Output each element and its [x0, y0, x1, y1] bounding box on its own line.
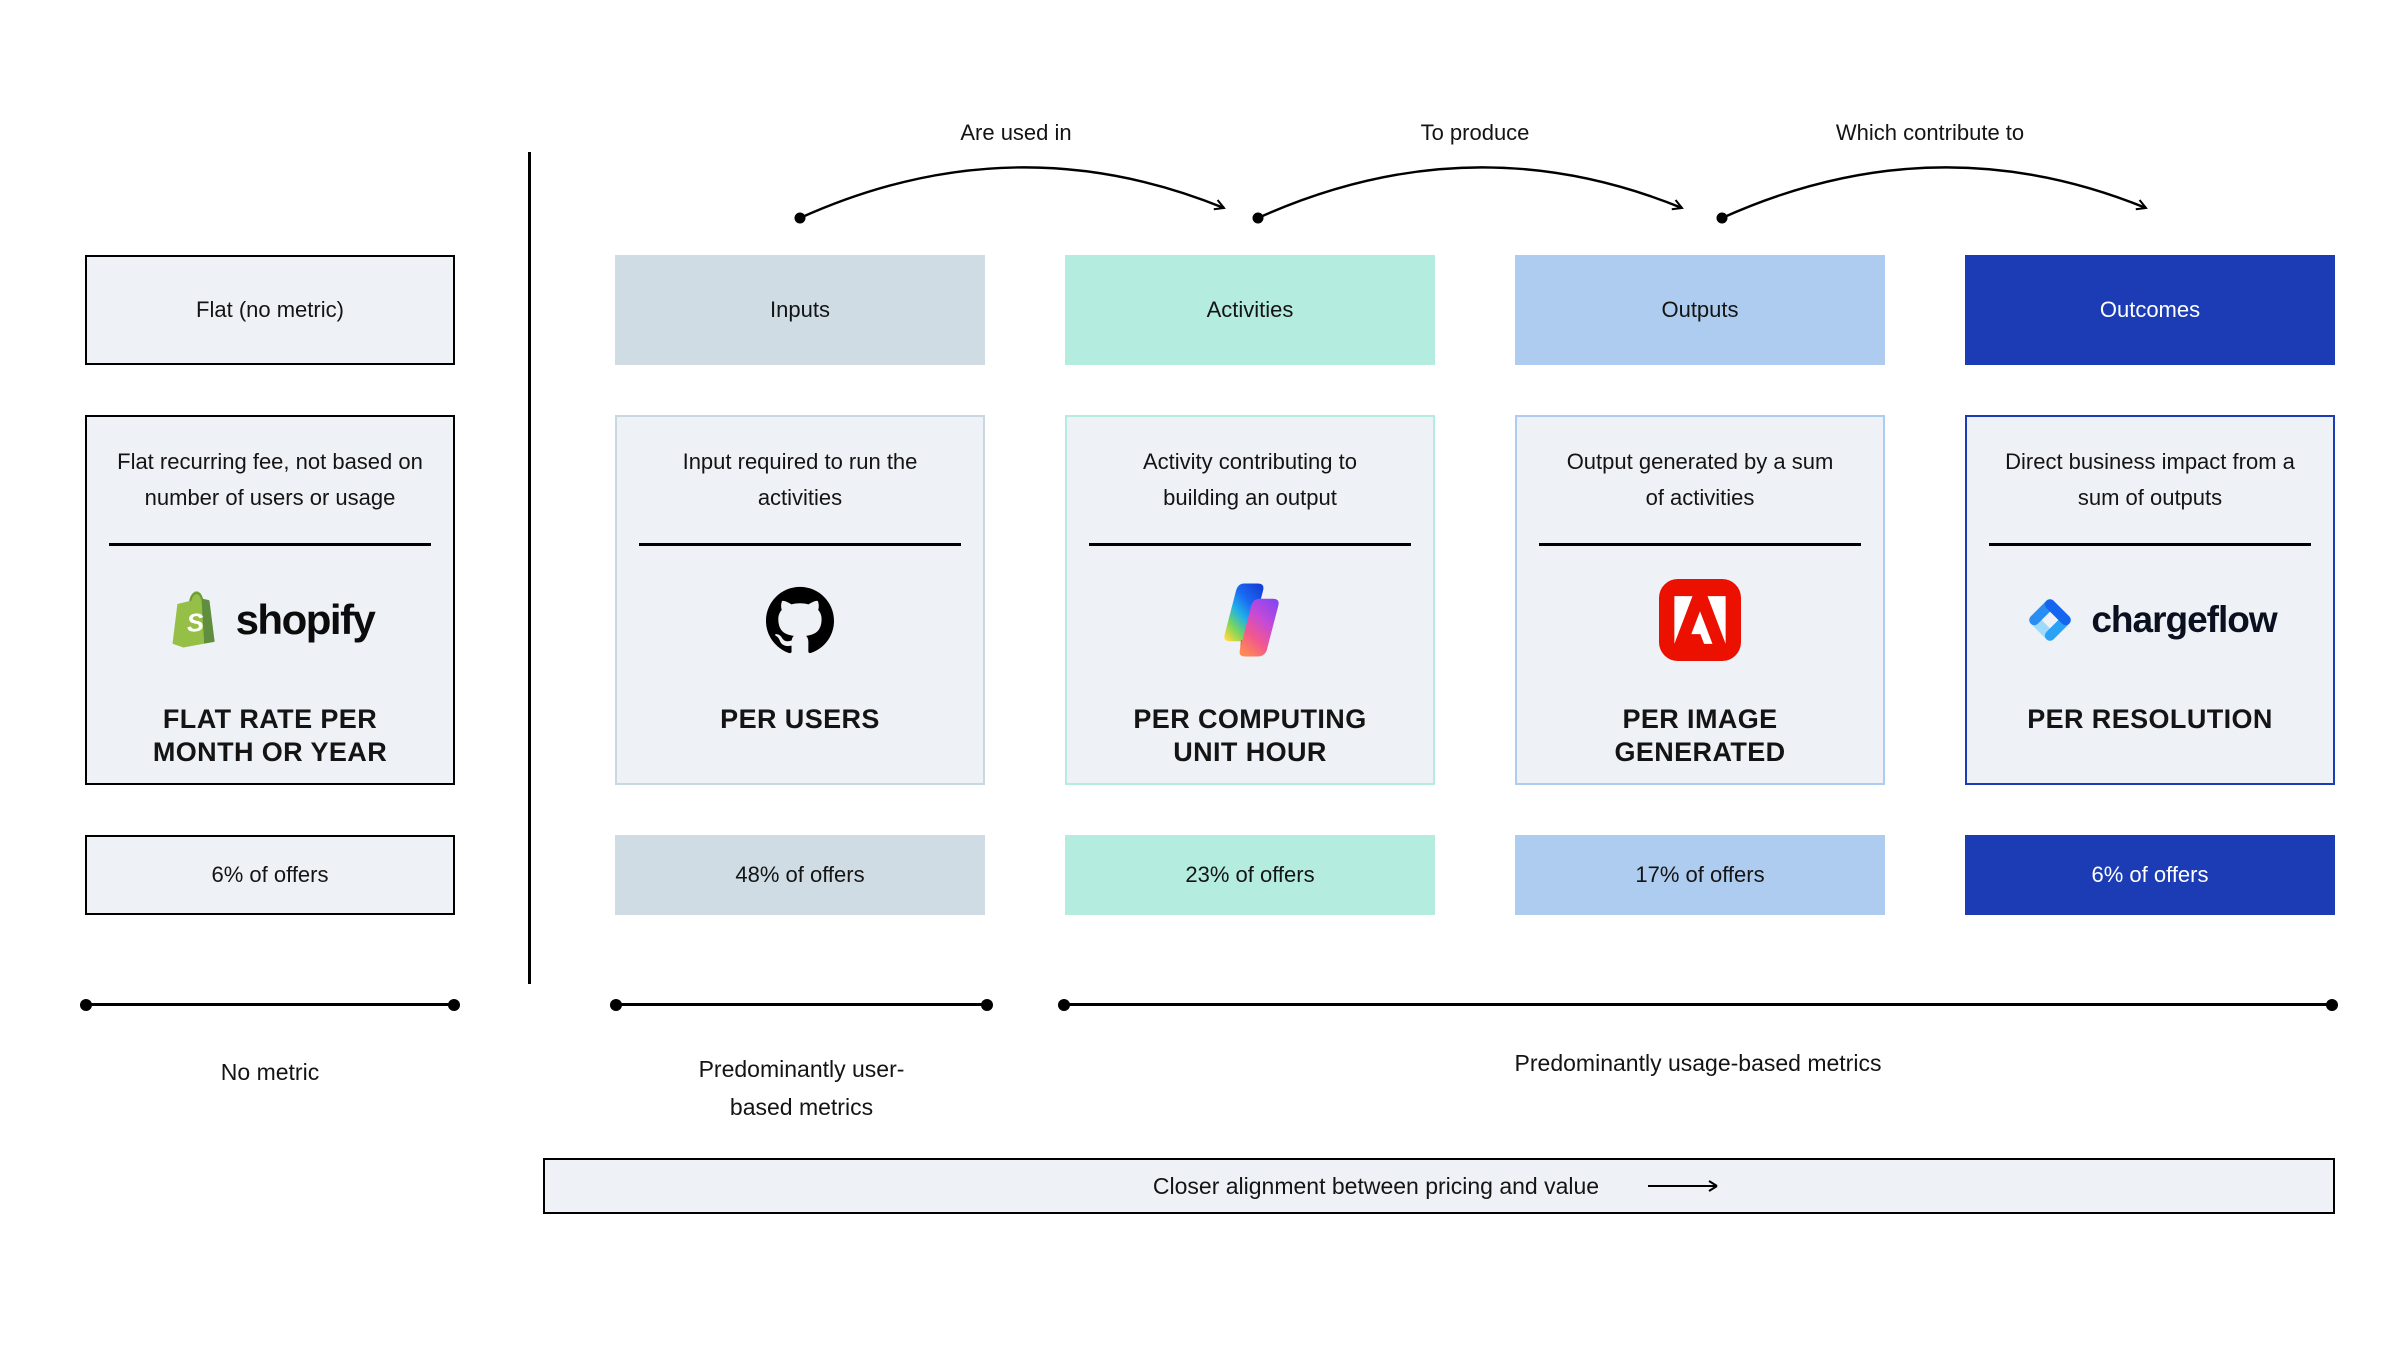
card-per-resolution: Direct business impact from a sum of out… [1965, 415, 2335, 785]
share-flat: 6% of offers [85, 835, 455, 915]
github-octocat-icon [766, 586, 834, 654]
header-label: Activities [1206, 297, 1294, 322]
arrow-label-are-used-in: Are used in [960, 120, 1072, 145]
card-metric-label: FLAT RATE PER MONTH OR YEAR [152, 704, 388, 767]
card-metric-label: PER COMPUTING UNIT HOUR [1133, 704, 1367, 767]
axis-label-user-based: Predominantly user-based metrics [698, 1056, 905, 1120]
card-per-image-generated: Output generated by a sum of activities … [1515, 415, 1885, 785]
header-flat-no-metric: Flat (no metric) [85, 255, 455, 365]
card-metric-label: PER RESOLUTION [2027, 704, 2273, 734]
axis-user-based [610, 998, 993, 1011]
adobe-firefly-icon [1659, 579, 1741, 661]
card-per-users: Input required to run the activities PER… [615, 415, 985, 785]
header-label: Flat (no metric) [196, 297, 344, 322]
alignment-bar-label: Closer alignment between pricing and val… [1152, 1172, 1600, 1199]
axis-no-metric [80, 998, 460, 1011]
right-arrow-icon [1648, 1180, 1718, 1192]
card-divider [1989, 543, 2311, 546]
header-outcomes: Outcomes [1965, 255, 2335, 365]
github-logo [617, 545, 983, 695]
card-metric-label: PER USERS [720, 704, 880, 734]
chargeflow-diamond-icon [2029, 599, 2072, 641]
card-metric-label: PER IMAGE GENERATED [1614, 704, 1786, 767]
copilot-ribbon-icon [1224, 583, 1279, 657]
arc-activities-outputs [1257, 166, 1684, 220]
share-activities: 23% of offers [1065, 835, 1435, 915]
header-label: Outcomes [2099, 297, 2201, 322]
alignment-bar: Closer alignment between pricing and val… [543, 1158, 2335, 1214]
share-outputs: 17% of offers [1515, 835, 1885, 915]
axis-label-no-metric: No metric [220, 1059, 320, 1085]
card-description: Output generated by a sum of activities [1566, 449, 1834, 510]
card-description: Flat recurring fee, not based on number … [117, 449, 423, 510]
svg-text:S: S [185, 609, 204, 638]
card-divider [1089, 543, 1411, 546]
card-divider [1539, 543, 1861, 546]
header-label: Outputs [1661, 297, 1739, 322]
header-activities: Activities [1065, 255, 1435, 365]
shopify-bag-icon: S [172, 591, 215, 648]
card-divider [639, 543, 961, 546]
header-outputs: Outputs [1515, 255, 1885, 365]
arc-outputs-outcomes [1721, 166, 2148, 220]
chargeflow-logo: chargeflow [1967, 545, 2333, 695]
share-inputs: 48% of offers [615, 835, 985, 915]
shopify-logo: S shopify [87, 545, 453, 695]
chargeflow-wordmark: chargeflow [2091, 599, 2277, 640]
card-divider [109, 543, 431, 546]
flat-vs-metric-divider [528, 152, 531, 984]
arrow-label-to-produce: To produce [1420, 120, 1530, 145]
microsoft-copilot-logo [1067, 545, 1433, 695]
arrow-label-which-contribute-to: Which contribute to [1835, 120, 2025, 145]
card-description: Input required to run the activities [682, 449, 918, 510]
header-label: Inputs [770, 297, 830, 322]
arc-inputs-activities [799, 166, 1226, 220]
share-outcomes: 6% of offers [1965, 835, 2335, 915]
header-inputs: Inputs [615, 255, 985, 365]
shopify-wordmark: shopify [235, 596, 376, 643]
axis-usage-based [1058, 998, 2338, 1011]
flow-arrows [794, 166, 2148, 224]
axis-label-usage-based: Predominantly usage-based metrics [1514, 1050, 1882, 1076]
card-flat-rate: Flat recurring fee, not based on number … [85, 415, 455, 785]
card-description: Activity contributing to building an out… [1143, 449, 1357, 510]
card-per-computing-unit-hour: Activity contributing to building an out… [1065, 415, 1435, 785]
card-description: Direct business impact from a sum of out… [2005, 449, 2295, 510]
adobe-firefly-logo [1517, 545, 1883, 695]
